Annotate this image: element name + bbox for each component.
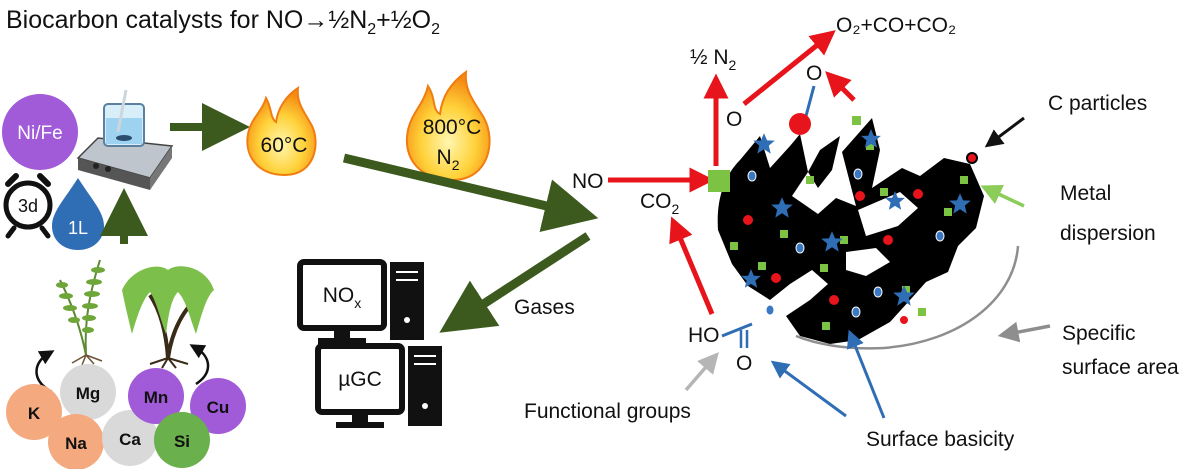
pyrolysis-temp: 800°C bbox=[423, 116, 482, 139]
co2-text: CO bbox=[640, 190, 672, 213]
surface-area-arc bbox=[795, 245, 1020, 350]
half-n2-sub: 2 bbox=[729, 57, 737, 73]
mineral-mg: Mg bbox=[60, 364, 116, 420]
green-square-sites bbox=[730, 116, 968, 330]
mineral-na: Na bbox=[48, 414, 104, 469]
nox-label: NOx bbox=[323, 284, 362, 311]
arrow-basicity-1 bbox=[770, 360, 847, 418]
ssa-label-1: Specific bbox=[1062, 322, 1136, 345]
co2-label: CO2 bbox=[640, 190, 680, 217]
half-n2-label: ½ N2 bbox=[690, 46, 737, 73]
computer-ugc-icon: µGC bbox=[315, 343, 442, 428]
title-arrow: → bbox=[303, 6, 328, 34]
mineral-mn-label: Mn bbox=[144, 388, 169, 407]
computer-nox-icon: NOx bbox=[297, 259, 424, 344]
arrow-flame-to-reactor bbox=[342, 153, 599, 233]
adsorption-site bbox=[708, 170, 730, 192]
gases-label: Gases bbox=[514, 296, 575, 319]
mineral-si-label: Si bbox=[174, 432, 190, 451]
mineral-ca-label: Ca bbox=[119, 430, 141, 449]
flame-icon-800c: 800°C N2 bbox=[405, 69, 491, 182]
nox-text: NO bbox=[323, 284, 355, 307]
curved-arrow-right bbox=[189, 344, 210, 386]
fern-plant-icon bbox=[56, 259, 105, 366]
half-n2-text: ½ N bbox=[690, 46, 729, 69]
mineral-mn: Mn bbox=[128, 368, 184, 424]
flame-icon-60c: 60°C bbox=[246, 85, 317, 177]
arrow-co2-out bbox=[669, 216, 715, 315]
mineral-k: K bbox=[6, 384, 62, 440]
metal-dot bbox=[743, 189, 923, 324]
arrow-o-release bbox=[825, 71, 856, 102]
no-label: NO bbox=[572, 170, 604, 193]
arrow-metal-dispersion bbox=[980, 184, 1025, 208]
mineral-k-label: K bbox=[28, 404, 41, 423]
atmosphere: N2 bbox=[437, 146, 460, 173]
active-sites bbox=[730, 116, 971, 330]
willow-tree-icon bbox=[122, 266, 214, 369]
arrow-c-particles bbox=[984, 116, 1025, 148]
title-sub-2b: 2 bbox=[431, 21, 440, 38]
biochar-particle bbox=[717, 118, 984, 344]
bond-o-top bbox=[804, 85, 816, 117]
clock-label: 3d bbox=[18, 196, 38, 216]
stirrer-beaker-icon bbox=[76, 89, 174, 190]
atmosphere-n: N bbox=[437, 146, 452, 169]
products-label: O₂+CO+CO₂ bbox=[836, 14, 956, 37]
arrow-basicity-2 bbox=[846, 329, 886, 419]
title: Biocarbon catalysts for NO→½N2+½O2 bbox=[6, 6, 440, 38]
mineral-cu: Cu bbox=[190, 378, 246, 434]
title-plus: + bbox=[376, 6, 391, 34]
title-sub-2a: 2 bbox=[367, 21, 376, 38]
title-half-o: ½O bbox=[391, 6, 431, 34]
atmosphere-sub: 2 bbox=[452, 157, 460, 173]
arrow-functional-groups bbox=[684, 352, 719, 392]
co2-sub: 2 bbox=[672, 201, 680, 217]
title-prefix: Biocarbon catalysts for NO bbox=[6, 6, 303, 34]
arrow-gases-to-analysis bbox=[439, 232, 591, 333]
ugc-label: µGC bbox=[338, 368, 382, 391]
metal-dispersion-label-1: Metal bbox=[1060, 182, 1111, 205]
o-bottom-label: O bbox=[736, 352, 752, 375]
metal-bubble: Ni/Fe bbox=[2, 94, 78, 170]
bond-ho bbox=[721, 322, 753, 338]
mineral-cu-label: Cu bbox=[207, 398, 230, 417]
c-particles-label: C particles bbox=[1048, 92, 1147, 115]
mineral-si: Si bbox=[154, 412, 210, 468]
o-top-label: O bbox=[806, 62, 822, 85]
water-drop-icon: 1L bbox=[52, 178, 104, 250]
title-half-n: ½N bbox=[328, 6, 367, 34]
ho-label: HO bbox=[688, 324, 720, 347]
o-left-label: O bbox=[726, 108, 742, 131]
functional-groups-label: Functional groups bbox=[524, 400, 691, 423]
oxygen-site bbox=[789, 113, 811, 135]
mineral-mg-label: Mg bbox=[76, 384, 101, 403]
nox-sub: x bbox=[354, 295, 361, 311]
ssa-label-2: surface area bbox=[1062, 356, 1179, 379]
arrow-products-out bbox=[742, 30, 836, 106]
arrow-ssa bbox=[997, 321, 1051, 343]
mineral-ca: Ca bbox=[102, 410, 158, 466]
basic-site-ellipse bbox=[747, 168, 945, 318]
surface-basicity-label: Surface basicity bbox=[866, 428, 1015, 451]
alarm-clock-icon: 3d bbox=[3, 173, 53, 239]
c-particle-dot bbox=[966, 152, 978, 164]
drop-label: 1L bbox=[68, 218, 88, 238]
mineral-na-label: Na bbox=[65, 434, 87, 453]
metal-bubble-label: Ni/Fe bbox=[17, 123, 62, 144]
drying-temp: 60°C bbox=[261, 134, 308, 157]
metal-dispersion-label-2: dispersion bbox=[1060, 222, 1156, 245]
